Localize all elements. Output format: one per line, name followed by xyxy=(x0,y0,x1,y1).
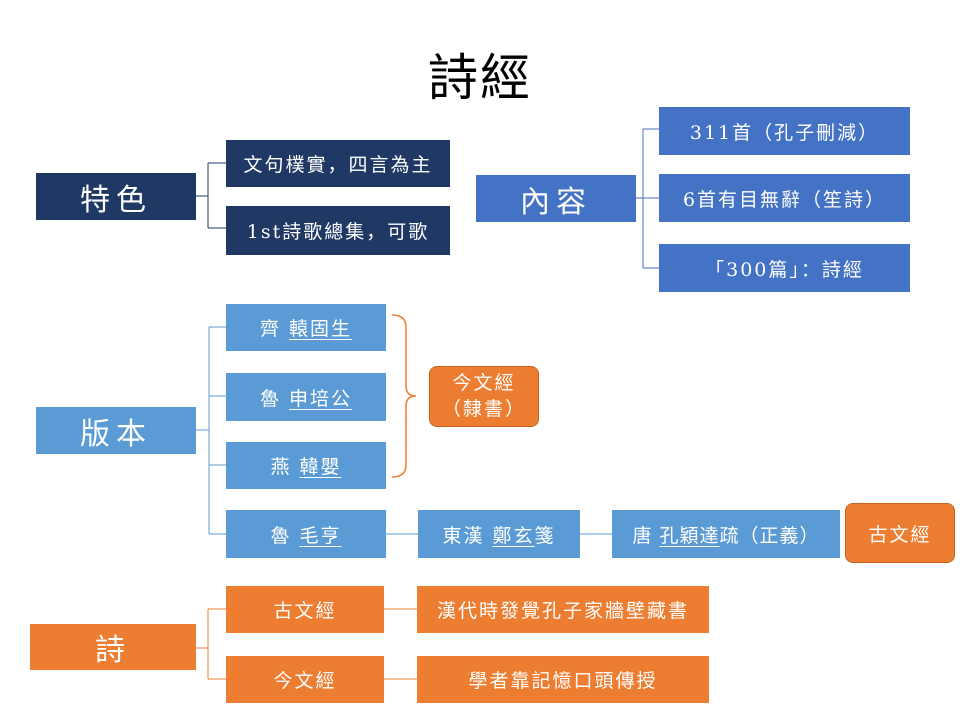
content-item: 311首（孔子刪減） xyxy=(659,107,910,155)
content-item-text: 311首（孔子刪減） xyxy=(689,121,880,144)
poetry-row-desc: 漢代時發覺孔子家牆壁藏書 xyxy=(417,586,709,633)
features-node: 特色 xyxy=(36,173,196,220)
row-label-text: 古文經 xyxy=(273,600,337,622)
scholar-name: 毛亨 xyxy=(299,524,342,547)
work-suffix: 疏（正義） xyxy=(719,524,820,547)
content-item-text: 「300篇」：詩經 xyxy=(705,258,864,281)
features-item: 1st詩歌總集，可歌 xyxy=(226,206,450,255)
features-label: 特色 xyxy=(80,182,152,218)
version-lu-shen: 魯 申培公 xyxy=(226,373,386,421)
guwen-label: 古文經 xyxy=(868,523,932,546)
features-item-text: 1st詩歌總集，可歌 xyxy=(246,221,430,243)
poetry-row-desc: 學者靠記憶口頭傳授 xyxy=(417,656,709,703)
jinwen-line1: 今文經 xyxy=(452,371,516,394)
dynasty-text: 東漢 xyxy=(442,524,485,547)
versions-label: 版本 xyxy=(80,416,152,452)
version-yan: 燕 韓嬰 xyxy=(226,442,386,489)
row-label-text: 今文經 xyxy=(273,670,337,692)
poetry-row-label: 今文經 xyxy=(226,656,384,703)
content-label: 內容 xyxy=(520,184,592,220)
row-desc-text: 學者靠記憶口頭傳授 xyxy=(468,670,658,692)
page-title: 詩經 xyxy=(428,49,532,107)
kong-yingda-node: 唐 孔穎達疏（正義） xyxy=(612,510,840,558)
row-desc-text: 漢代時發覺孔子家牆壁藏書 xyxy=(436,600,689,622)
versions-node: 版本 xyxy=(36,407,196,454)
state-text: 魯 xyxy=(270,524,292,547)
poetry-row-label: 古文經 xyxy=(226,586,384,633)
features-item-text: 文句樸實，四言為主 xyxy=(243,154,433,176)
features-item: 文句樸實，四言為主 xyxy=(226,140,450,187)
version-qi: 齊 轅固生 xyxy=(226,304,386,351)
jinwen-node: 今文經 （隸書） xyxy=(429,366,539,427)
guwen-node: 古文經 xyxy=(845,503,955,563)
scholar-name: 韓嬰 xyxy=(299,456,342,478)
version-lu-mao: 魯 毛亨 xyxy=(226,510,386,558)
scholar-name: 轅固生 xyxy=(289,318,353,340)
poetry-label: 詩 xyxy=(95,633,131,668)
zheng-xuan-node: 東漢 鄭玄箋 xyxy=(418,510,580,558)
content-item: 「300篇」：詩經 xyxy=(659,244,910,292)
scholar-name: 申培公 xyxy=(289,387,353,410)
scholar-name: 鄭玄 xyxy=(492,524,535,547)
state-text: 齊 xyxy=(259,318,281,340)
work-suffix: 箋 xyxy=(534,524,556,547)
content-node: 內容 xyxy=(476,175,636,222)
dynasty-text: 唐 xyxy=(632,524,653,547)
state-text: 燕 xyxy=(270,456,292,478)
state-text: 魯 xyxy=(259,387,281,410)
scholar-name: 孔穎達 xyxy=(659,524,720,547)
content-item: 6首有目無辭（笙詩） xyxy=(659,174,910,222)
poetry-node: 詩 xyxy=(30,624,196,670)
content-item-text: 6首有目無辭（笙詩） xyxy=(682,188,887,211)
jinwen-line2: （隸書） xyxy=(441,397,526,420)
